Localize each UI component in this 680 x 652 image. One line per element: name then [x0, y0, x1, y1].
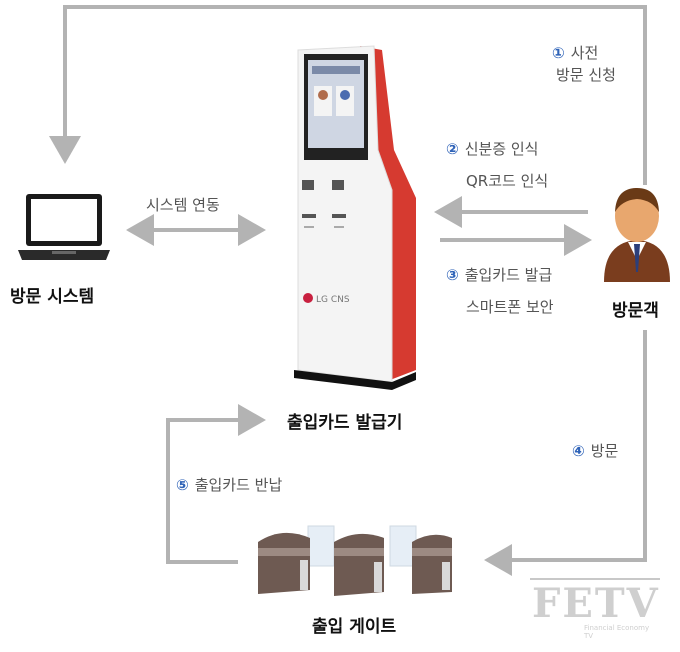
step4-label: ④ 방문 — [572, 440, 618, 461]
step5-text: 출입카드 반납 — [194, 476, 283, 494]
visit-system-label: 방문 시스템 — [10, 287, 95, 307]
gate-label: 출입 게이트 — [312, 617, 397, 637]
visitor-icon — [604, 188, 670, 282]
system-link-label: 시스템 연동 — [146, 196, 220, 214]
watermark-logo: FETV Financial Economy TV — [530, 578, 660, 640]
step2-line1: ② 신분증 인식 — [446, 138, 538, 159]
step4-number: ④ — [572, 442, 585, 460]
arrow-pre-visit — [49, 5, 647, 185]
arrow-visit — [484, 330, 647, 576]
arrow-card-return — [166, 404, 266, 564]
step1-line2: 방문 신청 — [556, 66, 616, 84]
step3-number: ③ — [446, 266, 459, 284]
step5-number: ⑤ — [176, 476, 189, 494]
kiosk-illustration: LG CNS — [294, 45, 416, 390]
laptop-icon — [18, 194, 110, 260]
watermark-sub: Financial Economy TV — [584, 624, 650, 640]
visitor-label: 방문객 — [612, 301, 659, 321]
step3-text: 출입카드 발급 — [464, 266, 553, 284]
kiosk-brand-text: LG CNS — [316, 295, 350, 305]
step3-line2: 스마트폰 보안 — [466, 298, 554, 316]
step3-line1: ③ 출입카드 발급 — [446, 264, 552, 285]
step2-number: ② — [446, 140, 459, 158]
step1-number: ① — [552, 44, 565, 62]
step4-text: 방문 — [590, 442, 619, 460]
gate-illustration — [258, 525, 452, 596]
step2-text: 신분증 인식 — [464, 140, 539, 158]
step1-text: 사전 — [570, 44, 599, 62]
watermark-text: FETV — [532, 580, 660, 627]
step1-line1: ① 사전 — [552, 42, 598, 63]
step2-line2: QR코드 인식 — [466, 172, 549, 190]
kiosk-label: 출입카드 발급기 — [287, 413, 403, 433]
step5-label: ⑤ 출입카드 반납 — [176, 474, 282, 495]
